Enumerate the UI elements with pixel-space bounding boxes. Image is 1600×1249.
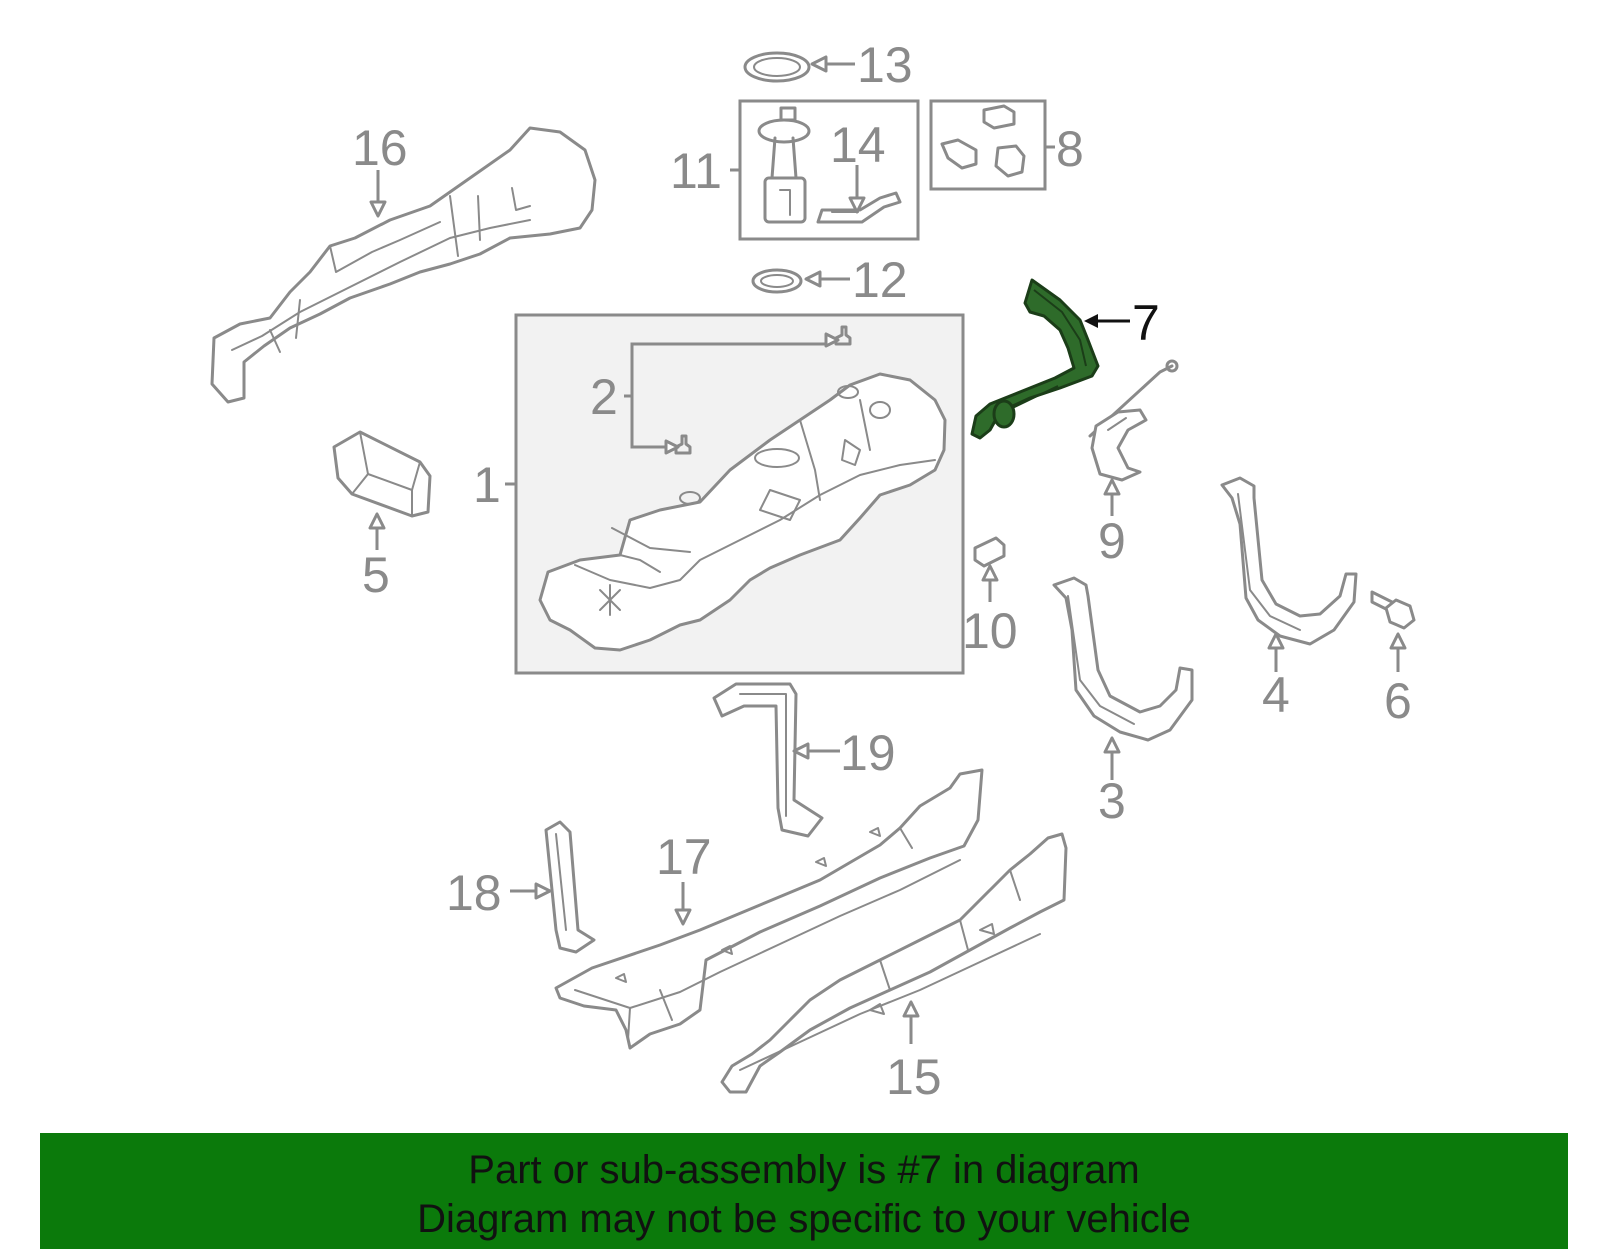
callout-8[interactable]: 8 — [1056, 121, 1084, 177]
callout-11[interactable]: 11 — [670, 143, 722, 199]
fuel-system-parts-diagram: 13 11 14 8 12 16 — [210, 37, 1416, 1105]
callout-3[interactable]: 3 — [1098, 773, 1126, 829]
callout-7[interactable]: 7 — [1132, 295, 1160, 351]
leader-12-arrowhead — [804, 270, 822, 288]
banner-line-1: Part or sub-assembly is #7 in diagram — [468, 1148, 1140, 1192]
callout-18[interactable]: 18 — [446, 865, 502, 921]
part-7-filler-pipe-highlighted[interactable] — [970, 278, 1100, 440]
leader-18-arrowhead — [534, 882, 552, 900]
callout-6[interactable]: 6 — [1384, 673, 1412, 729]
part-17-skid-plate[interactable] — [554, 768, 984, 1050]
callout-14[interactable]: 14 — [830, 117, 886, 173]
leader-15-arrowhead — [902, 1000, 920, 1018]
part-5-bracket[interactable] — [332, 430, 432, 518]
part-2-studs[interactable] — [674, 325, 852, 455]
part-6-bolt[interactable] — [1370, 590, 1416, 630]
leader-3-arrowhead — [1103, 736, 1121, 754]
part-9-filler-housing[interactable] — [1088, 359, 1179, 482]
banner-line-2: Diagram may not be specific to your vehi… — [417, 1197, 1191, 1241]
leader-5-arrowhead — [368, 512, 386, 530]
callout-17[interactable]: 17 — [656, 829, 712, 885]
callout-15[interactable]: 15 — [886, 1049, 942, 1105]
leader-2-arrowhead-bottom — [664, 439, 680, 455]
callout-1[interactable]: 1 — [473, 457, 501, 513]
callout-4[interactable]: 4 — [1262, 667, 1290, 723]
part-4-strap[interactable] — [1220, 476, 1358, 646]
leader-10-arrowhead — [981, 564, 999, 582]
leader-2 — [630, 342, 830, 449]
leader-9-arrowhead — [1103, 478, 1121, 496]
part-13-lock-ring[interactable] — [743, 51, 811, 83]
leader-6-arrowhead — [1389, 632, 1407, 650]
part-12-gasket[interactable] — [751, 268, 803, 294]
part-15-skid-plate[interactable] — [720, 832, 1068, 1094]
callout-13[interactable]: 13 — [857, 37, 913, 93]
leader-19-arrowhead — [792, 742, 810, 760]
leader-7-arrowhead — [1084, 314, 1098, 328]
part-10-insulator[interactable] — [973, 536, 1006, 568]
part-19-support-strap[interactable] — [712, 682, 824, 838]
part-18-strap[interactable] — [544, 820, 596, 954]
part-1-fuel-tank[interactable] — [538, 372, 947, 652]
callout-9[interactable]: 9 — [1098, 513, 1126, 569]
leader-4-arrowhead — [1267, 632, 1285, 650]
part-3-strap[interactable] — [1052, 576, 1194, 742]
box-clip-kit — [929, 99, 1047, 191]
callout-5[interactable]: 5 — [362, 547, 390, 603]
callout-10[interactable]: 10 — [962, 603, 1018, 659]
part-14-sending-unit[interactable] — [816, 191, 902, 224]
leader-14-arrowhead — [848, 196, 866, 214]
info-banner: Part or sub-assembly is #7 in diagram Di… — [40, 1133, 1568, 1249]
leader-2-arrowhead-top — [824, 332, 840, 348]
leader-16-arrowhead — [369, 200, 387, 218]
callout-2[interactable]: 2 — [590, 369, 618, 425]
part-8-clips[interactable] — [940, 104, 1026, 178]
leader-13-arrowhead — [810, 55, 828, 73]
leader-17-arrowhead — [674, 908, 692, 926]
part-11-fuel-pump-module[interactable] — [757, 106, 811, 224]
part-16-heat-shield[interactable] — [210, 126, 597, 404]
callout-19[interactable]: 19 — [840, 725, 896, 781]
callout-12[interactable]: 12 — [852, 252, 908, 308]
callout-16[interactable]: 16 — [352, 120, 408, 176]
